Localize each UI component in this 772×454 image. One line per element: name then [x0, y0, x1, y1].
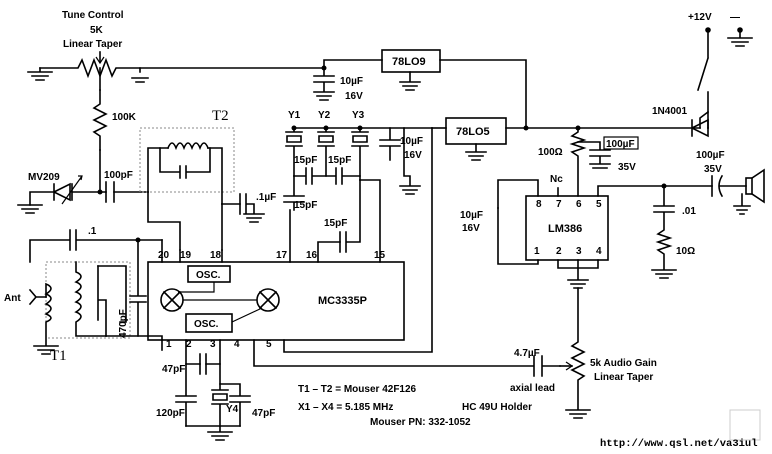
- osc-top-label: OSC.: [196, 270, 221, 281]
- pin-5-label: 5: [266, 339, 272, 350]
- v-16-lm-label: 16V: [462, 223, 480, 234]
- y4-label: Y4: [226, 404, 239, 415]
- cap-47pf-b-label: 47pF: [252, 408, 275, 419]
- osc-top-block: [187, 265, 231, 283]
- y1-label: Y1: [288, 110, 301, 121]
- pin-1-label: 1: [166, 339, 172, 350]
- cap-10uf-lm-label: 10µF: [460, 210, 483, 221]
- crystal-y2: [317, 127, 335, 177]
- v-16-top-label: 16V: [345, 91, 363, 102]
- v-35-a-label: 35V: [618, 162, 636, 173]
- osc-bottom-label: OSC.: [194, 319, 219, 330]
- t1-label: T1: [50, 348, 67, 364]
- pin-3-label: 3: [210, 339, 216, 350]
- lm-p3-label: 3: [576, 246, 582, 257]
- pin-19-label: 19: [180, 250, 192, 261]
- supply-label: +12V: [688, 12, 712, 23]
- minus-label: —: [730, 12, 740, 23]
- reg-9-label: 78LO9: [392, 56, 426, 68]
- reg-5-label: 78LO5: [456, 126, 490, 138]
- corner-box: [729, 409, 761, 441]
- pin-2-label: 2: [186, 339, 192, 350]
- pin-4-label: 4: [234, 339, 240, 350]
- cap-01-out-label: .01: [682, 206, 696, 217]
- lm-p7-label: 7: [556, 199, 562, 210]
- lm-p1-label: 1: [534, 246, 540, 257]
- crystal-y1: [285, 127, 303, 177]
- cap-100uf-a-label: 100µF: [606, 139, 635, 150]
- resistor-100k: [92, 89, 108, 151]
- v-35-b-label: 35V: [704, 164, 722, 175]
- lm-p6-label: 6: [576, 199, 582, 210]
- res-100k-label: 100K: [112, 112, 137, 123]
- t1-can: [45, 261, 131, 339]
- cap-10uf-mid-label: 10µF: [400, 136, 423, 147]
- speaker-icon: [733, 168, 765, 215]
- note-line-1: T1 – T2 = Mouser 42F126: [298, 384, 417, 395]
- cap-1uf-label: .1µF: [256, 192, 276, 203]
- pin-20-label: 20: [158, 250, 170, 261]
- lm-p5-label: 5: [596, 199, 602, 210]
- pot-taper-label: Linear Taper: [63, 39, 122, 50]
- tune-potentiometer: [39, 51, 149, 83]
- crystal-y4: [211, 383, 229, 427]
- tune-control-label: Tune Control: [62, 10, 124, 21]
- axial-lead-label: axial lead: [510, 383, 555, 394]
- t2-label: T2: [212, 108, 229, 124]
- mc-chip-label: MC3335P: [318, 295, 367, 307]
- cap-15pf-d-label: 15pF: [324, 218, 347, 229]
- pin-16-label: 16: [306, 250, 318, 261]
- nc-label: Nc: [550, 174, 563, 185]
- pin-17-label: 17: [276, 250, 288, 261]
- cap-47pf-a-label: 47pF: [162, 364, 185, 375]
- footer-url[interactable]: http://www.qsl.net/va3iul: [600, 438, 758, 450]
- note-line-2: X1 – X4 = 5.185 MHz: [298, 402, 393, 413]
- v-16-mid-label: 16V: [404, 150, 422, 161]
- diode-label: 1N4001: [652, 106, 687, 117]
- cap-15pf-c-label: 15pF: [294, 200, 317, 211]
- cap-120pf-label: 120pF: [156, 408, 185, 419]
- lm386-chip: [525, 195, 609, 261]
- lm-p4-label: 4: [596, 246, 602, 257]
- cap-47uf-label: 4.7µF: [514, 348, 540, 359]
- y2-label: Y2: [318, 110, 331, 121]
- lm-p8-label: 8: [536, 199, 542, 210]
- mixer-2: [256, 288, 280, 312]
- note-line-2b: HC 49U Holder: [462, 402, 532, 413]
- regulator-78lo9: [381, 49, 441, 73]
- res-10ohm-label: 10Ω: [676, 246, 695, 257]
- ground-symbol: [27, 67, 53, 81]
- pot-value-label: 5K: [90, 25, 104, 36]
- crystal-y3: [351, 127, 369, 181]
- note-line-3: Mouser PN: 332-1052: [370, 417, 471, 428]
- audio-gain-label: 5k Audio Gain: [590, 358, 657, 369]
- mc3335p-chip: [147, 261, 405, 341]
- pin-18-label: 18: [210, 250, 222, 261]
- cap-01-label: .1: [88, 226, 97, 237]
- lm-p2-label: 2: [556, 246, 562, 257]
- osc-bottom-block: [185, 313, 233, 333]
- cap-100uf-b-label: 100µF: [696, 150, 725, 161]
- y3-label: Y3: [352, 110, 365, 121]
- varactor-label: MV209: [28, 172, 60, 183]
- audio-taper-label: Linear Taper: [594, 372, 653, 383]
- lm-chip-label: LM386: [548, 223, 582, 235]
- cap-100pf-label: 100pF: [104, 170, 133, 181]
- res-100ohm-label: 100Ω: [538, 147, 563, 158]
- cap-15pf-a-label: 15pF: [294, 155, 317, 166]
- cap-470pf-label: 470pF: [118, 309, 129, 338]
- ant-label: Ant: [4, 293, 21, 304]
- t2-can: [139, 127, 235, 193]
- cap-10uf-top-label: 10µF: [340, 76, 363, 87]
- cap-15pf-b-label: 15pF: [328, 155, 351, 166]
